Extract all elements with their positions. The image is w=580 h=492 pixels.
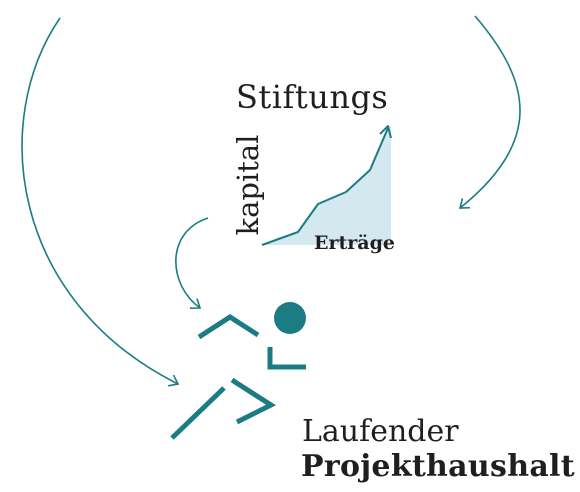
runner-caption-line2: Projekthaushalt — [301, 449, 575, 484]
left-cycle-arrow — [21, 17, 180, 387]
growth-arrowhead — [379, 125, 392, 139]
runner-leg-back — [170, 386, 226, 440]
runner-arm-front — [267, 347, 306, 370]
runner-head — [274, 302, 306, 334]
capital-side-label: kapital — [231, 134, 265, 236]
runner-caption-line1: Laufender — [302, 414, 459, 449]
right-cycle-arrow — [458, 15, 521, 209]
returns-label: Erträge — [314, 232, 395, 254]
runner-icon — [170, 302, 306, 440]
capital-title: Stiftungs — [236, 78, 389, 116]
growth-area — [262, 125, 391, 245]
growth-line-icon — [261, 127, 389, 246]
runner-arm-back — [197, 314, 260, 340]
runner-leg-front — [230, 377, 277, 425]
returns-to-runner-arrow — [175, 217, 209, 309]
